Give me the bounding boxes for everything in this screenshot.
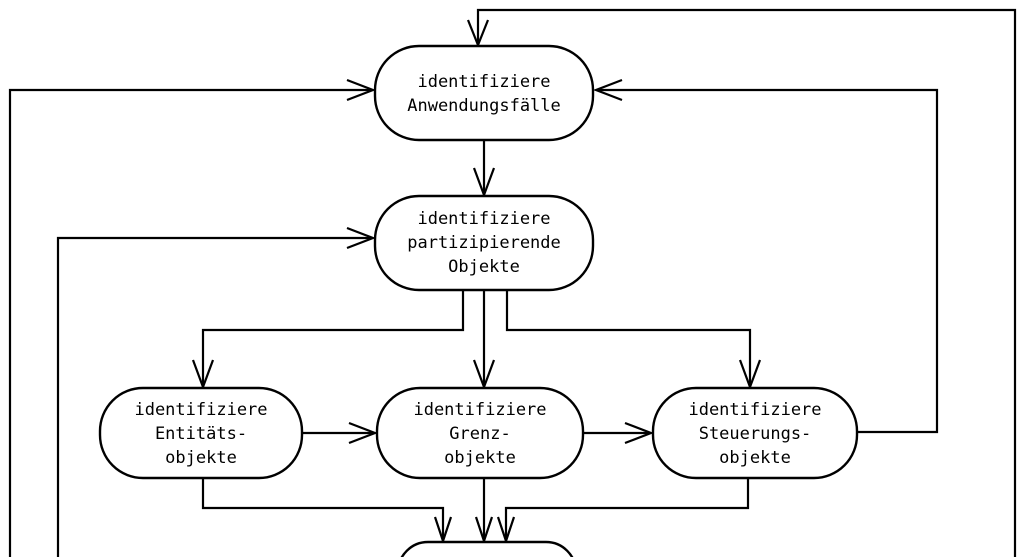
edge-steuerungs-to-bottom bbox=[496, 478, 750, 545]
edge-entitaets-to-grenz bbox=[303, 421, 379, 445]
node-partizipierende-objekte[interactable]: identifiziere partizipierende Objekte bbox=[373, 194, 595, 292]
edge-anwendungsfaelle-to-partizipierende bbox=[472, 140, 496, 199]
edge-partizipierende-to-steuerungs bbox=[505, 290, 762, 391]
node-partizipierende-objekte-line2: partizipierende bbox=[407, 233, 561, 253]
edge-grenz-to-bottom bbox=[474, 478, 494, 545]
node-entitaetsobjekte[interactable]: identifiziere Entitäts- objekte bbox=[98, 386, 304, 480]
node-grenzobjekte-line1: identifiziere bbox=[413, 400, 546, 420]
node-steuerungsobjekte-line2: Steuerungs- bbox=[699, 424, 812, 444]
edge-partizipierende-to-entitaets bbox=[191, 290, 465, 391]
node-steuerungsobjekte-line3: objekte bbox=[719, 448, 791, 468]
edge-partizipierende-to-grenz bbox=[472, 290, 496, 391]
edge-entitaets-to-bottom bbox=[201, 478, 453, 545]
node-grenzobjekte-line2: Grenz- bbox=[449, 424, 510, 444]
node-anwendungsfaelle-line1: identifiziere bbox=[417, 72, 550, 92]
node-entitaetsobjekte-line3: objekte bbox=[165, 448, 237, 468]
node-grenzobjekte[interactable]: identifiziere Grenz- objekte bbox=[375, 386, 585, 480]
node-anwendungsfaelle-line2: Anwendungsfälle bbox=[407, 96, 561, 116]
edge-feedback-left-into-anwendungsfaelle bbox=[8, 78, 377, 557]
edge-grenz-to-steuerungs bbox=[584, 421, 655, 445]
node-entitaetsobjekte-line1: identifiziere bbox=[134, 400, 267, 420]
node-partizipierende-objekte-line1: identifiziere bbox=[417, 209, 550, 229]
node-entitaetsobjekte-line2: Entitäts- bbox=[155, 424, 247, 444]
edge-feedback-right-into-anwendungsfaelle bbox=[592, 78, 939, 434]
node-steuerungsobjekte-line1: identifiziere bbox=[688, 400, 821, 420]
node-steuerungsobjekte[interactable]: identifiziere Steuerungs- objekte bbox=[651, 386, 859, 480]
edge-feedback-left-into-partizipierende bbox=[56, 226, 377, 557]
node-grenzobjekte-line3: objekte bbox=[444, 448, 516, 468]
node-partizipierende-objekte-line3: Objekte bbox=[448, 257, 520, 277]
node-bottom-partial[interactable] bbox=[398, 540, 576, 557]
node-anwendungsfaelle[interactable]: identifiziere Anwendungsfälle bbox=[373, 44, 595, 142]
